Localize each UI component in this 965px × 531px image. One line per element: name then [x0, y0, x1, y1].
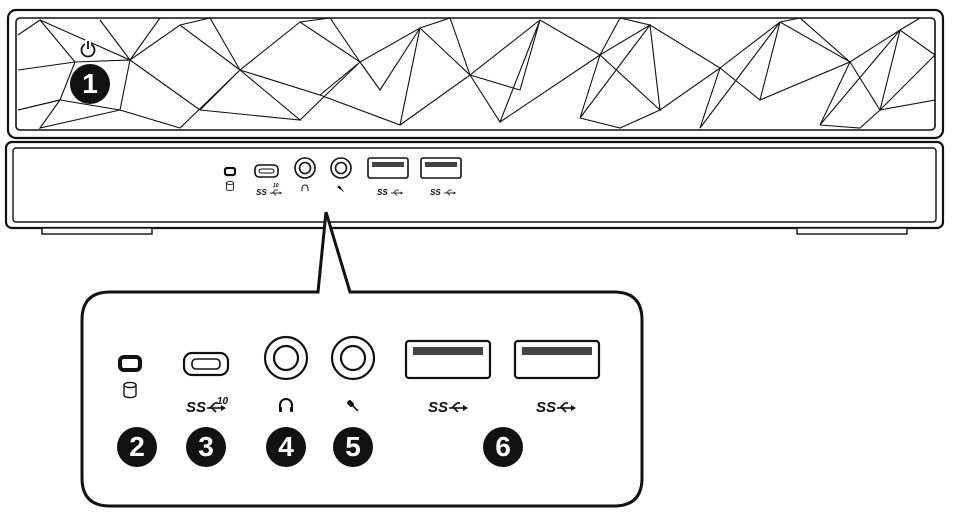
usb-a-port-small-1 [367, 157, 409, 179]
front-io-strip [4, 140, 945, 235]
power-icon [80, 40, 96, 58]
hdd-led-large [118, 355, 142, 372]
mic-jack-small [330, 157, 352, 179]
headphone-jack-large [263, 335, 309, 381]
headphone-icon-small [301, 184, 309, 191]
hdd-led-small [223, 166, 237, 177]
usb-a-port-large-2 [513, 339, 601, 380]
headphone-jack-small [294, 157, 316, 179]
top-panel [6, 8, 945, 140]
usb-icon-large-a2 [557, 402, 576, 413]
ss-label-large-a1: SS [428, 399, 449, 416]
mic-icon-small [337, 185, 344, 192]
hdd-icon-small [226, 180, 234, 192]
callout-number-5: 5 [333, 427, 373, 467]
callout-number-4: 4 [266, 427, 306, 467]
usb-icon-small-a2 [444, 189, 456, 196]
callout-number-6: 6 [483, 427, 523, 467]
ss-label-small-c: SS [256, 188, 267, 197]
hdd-icon-large [123, 381, 137, 399]
mic-icon-large [347, 400, 359, 412]
mic-jack-large [330, 335, 376, 381]
usb-icon-large-c [207, 402, 226, 413]
usb-icon-small-a1 [391, 189, 403, 196]
usb-icon-small-c [270, 189, 282, 196]
callout-number-1: 1 [70, 64, 110, 104]
usb-c-port-large [182, 351, 230, 377]
usb-a-port-large-1 [404, 339, 492, 380]
ss-label-large-a2: SS [536, 399, 557, 416]
ss-label-small-a1: SS [377, 188, 388, 197]
callout-number-2: 2 [117, 427, 157, 467]
callout-number-3: 3 [186, 427, 226, 467]
usb-c-speed-small: 10 [273, 183, 279, 189]
ss-label-large-c: SS [186, 399, 207, 416]
triangle-pattern [17, 17, 936, 129]
usb-a-port-small-2 [420, 157, 462, 179]
usb-icon-large-a1 [449, 402, 468, 413]
usb-c-speed-large: 10 [217, 396, 229, 407]
ss-label-small-a2: SS [430, 188, 441, 197]
headphone-icon-large [279, 398, 293, 412]
